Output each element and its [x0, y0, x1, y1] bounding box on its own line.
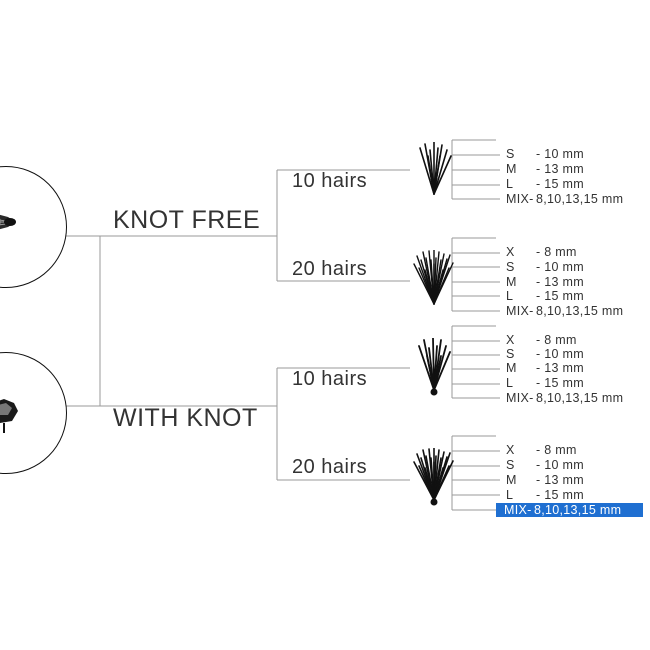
hairs-label-with-knot-10: 10 hairs: [292, 368, 368, 390]
trunk-line: [65, 235, 101, 407]
size-bracket-1: [451, 237, 496, 311]
size-bracket-2: [451, 325, 496, 398]
hairs-label-with-knot-20: 20 hairs: [292, 456, 368, 478]
lash-tuft-10-icon: [419, 142, 452, 195]
size-row: M- 13 mm: [506, 361, 584, 375]
lash-tuft-10-knot-icon: [418, 338, 451, 396]
hairs-label-knot-free-20: 20 hairs: [292, 258, 368, 280]
size-row: MIX-8,10,13,15 mm: [506, 391, 624, 405]
lash-tuft-20-icon: [413, 250, 454, 305]
size-row-highlighted[interactable]: MIX-8,10,13,15 mm: [496, 503, 644, 517]
size-row: L- 15 mm: [506, 488, 584, 502]
size-row: L- 15 mm: [506, 376, 584, 390]
hairs-label-knot-free-10: 10 hairs: [292, 170, 368, 192]
branch-label-with-knot: WITH KNOT: [113, 404, 258, 432]
size-row: L- 15 mm: [506, 289, 584, 303]
size-bracket-3: [451, 435, 496, 510]
branch-label-knot-free: KNOT FREE: [113, 206, 261, 234]
size-row: S- 10 mm: [506, 260, 584, 274]
size-row: S- 10 mm: [506, 147, 584, 161]
size-row: X- 8 mm: [506, 245, 577, 259]
size-row: X- 8 mm: [506, 333, 577, 347]
size-row: M- 13 mm: [506, 162, 584, 176]
size-row: S- 10 mm: [506, 458, 584, 472]
fork-line-knot-free: [263, 170, 278, 281]
size-row: L- 15 mm: [506, 177, 584, 191]
size-row: M- 13 mm: [506, 473, 584, 487]
size-row: X- 8 mm: [506, 443, 577, 457]
lash-tuft-20-knot-icon: [413, 448, 454, 506]
fork-line-with-knot: [263, 368, 278, 480]
size-row: S- 10 mm: [506, 347, 584, 361]
size-row: MIX-8,10,13,15 mm: [506, 304, 624, 318]
size-row: M- 13 mm: [506, 275, 584, 289]
size-row: MIX-8,10,13,15 mm: [506, 192, 624, 206]
